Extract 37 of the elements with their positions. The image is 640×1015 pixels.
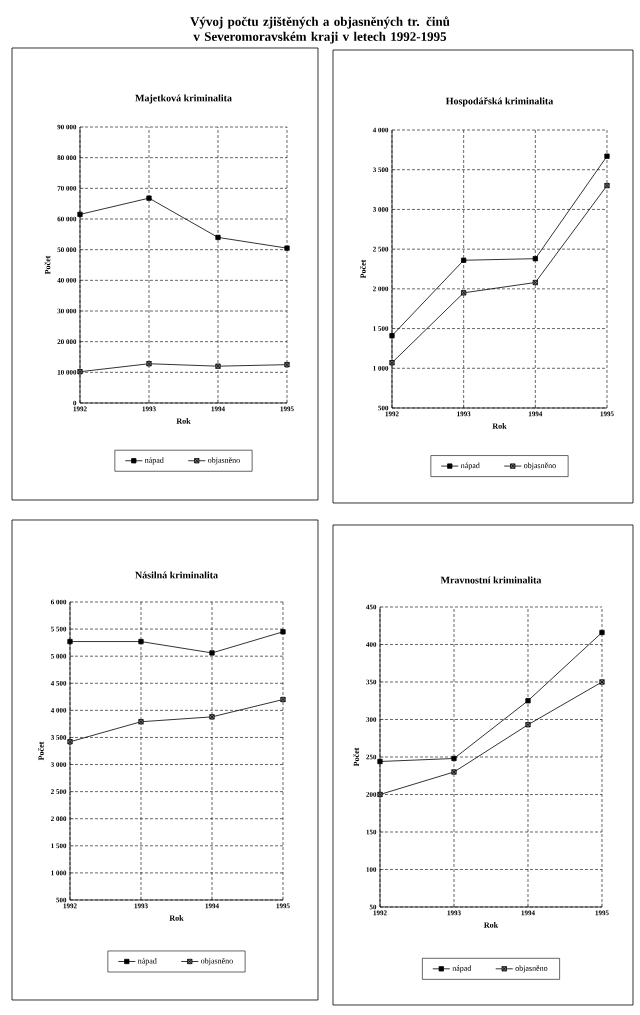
point: [138, 638, 144, 645]
point: [451, 755, 457, 762]
point: [215, 234, 221, 240]
point: [284, 245, 290, 251]
y-axis-title: Počet: [38, 741, 44, 761]
legend-label: objasněno: [515, 965, 548, 973]
legend-label: objasněno: [201, 957, 233, 966]
legend-label: nápad: [137, 957, 157, 966]
y-axis-title: Počet: [360, 259, 366, 279]
point: [77, 211, 83, 217]
point: [67, 638, 73, 645]
chart-title: Mravnostní kriminalita: [440, 576, 542, 584]
chart-title: Násilná kriminalita: [135, 571, 218, 579]
point: [461, 257, 467, 263]
point: [280, 629, 286, 635]
y-axis-title: Počet: [44, 255, 51, 275]
chart-title: Majetková kriminalita: [135, 94, 232, 104]
point: [604, 153, 610, 159]
point: [389, 333, 395, 339]
chart-heading: Vývoj počtu zjištěných a objasněných tr. činů v Severomoravském kraji v letech 1992-1995: [190, 16, 450, 44]
chart-title: Hospodářská kriminalita: [445, 97, 554, 107]
x-axis-title: Rok: [169, 915, 184, 921]
y-axis-title: Počet: [353, 747, 360, 767]
point: [377, 758, 383, 765]
legend-label: objasněno: [523, 462, 556, 470]
point: [146, 195, 152, 201]
legend-label: nápad: [452, 965, 472, 973]
point: [599, 629, 605, 636]
point: [532, 256, 538, 262]
x-axis-title: Rok: [176, 418, 191, 424]
x-axis-title: Rok: [484, 922, 499, 928]
point: [525, 698, 531, 704]
legend-label: nápad: [460, 462, 480, 470]
legend-label: nápad: [144, 457, 164, 465]
point: [209, 650, 215, 656]
legend-label: objasněno: [208, 457, 240, 465]
x-axis-title: Rok: [492, 423, 507, 429]
